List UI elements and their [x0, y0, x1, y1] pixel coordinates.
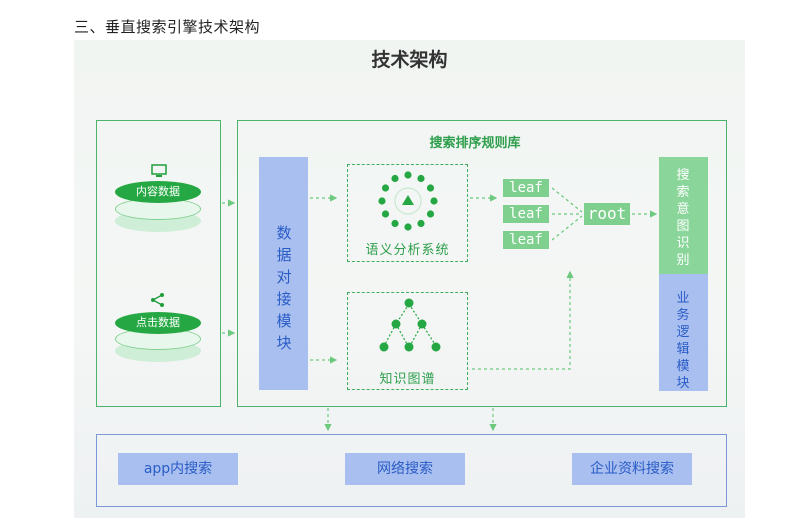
- web-search-item: 网络搜索: [345, 453, 465, 485]
- leaf-node-3: leaf: [503, 231, 549, 249]
- click-data-label: 点击数据: [136, 316, 180, 329]
- semantic-analysis-box: [347, 164, 468, 262]
- root-node: root: [584, 203, 630, 225]
- business-logic-module: [659, 274, 708, 391]
- app-search-item: app内搜索: [118, 453, 238, 485]
- leaf-node-1: leaf: [503, 179, 549, 197]
- knowledge-graph-label: 知识图谱: [379, 372, 436, 387]
- section-title: 三、垂直搜索引擎技术架构: [74, 18, 261, 36]
- semantic-ring-icon: [378, 171, 438, 231]
- business-logic-label: 业务逻辑模块: [676, 291, 690, 391]
- diagram-canvas: [74, 40, 745, 518]
- data-integration-label: 数据对接模块: [276, 224, 292, 352]
- rules-library-frame: [237, 120, 727, 407]
- content-data-disc: 内容数据: [115, 181, 201, 203]
- share-icon: [150, 292, 166, 308]
- data-integration-module: [259, 157, 308, 390]
- enterprise-search-item: 企业资料搜索: [572, 453, 692, 485]
- knowledge-tree-icon: [374, 296, 444, 356]
- semantic-analysis-label: 语义分析系统: [365, 243, 450, 258]
- knowledge-graph-box: [347, 292, 468, 390]
- rules-library-title: 搜索排序规则库: [429, 136, 521, 151]
- diagram-title: 技术架构: [371, 49, 448, 71]
- click-data-disc: 点击数据: [115, 312, 201, 334]
- search-intent-label: 搜索意图识别: [676, 168, 690, 268]
- search-intent-module: [659, 157, 708, 274]
- content-data-label: 内容数据: [136, 185, 180, 198]
- data-source-panel: [96, 120, 221, 407]
- leaf-node-2: leaf: [503, 205, 549, 223]
- application-frame: [96, 434, 727, 507]
- monitor-icon: [151, 163, 167, 177]
